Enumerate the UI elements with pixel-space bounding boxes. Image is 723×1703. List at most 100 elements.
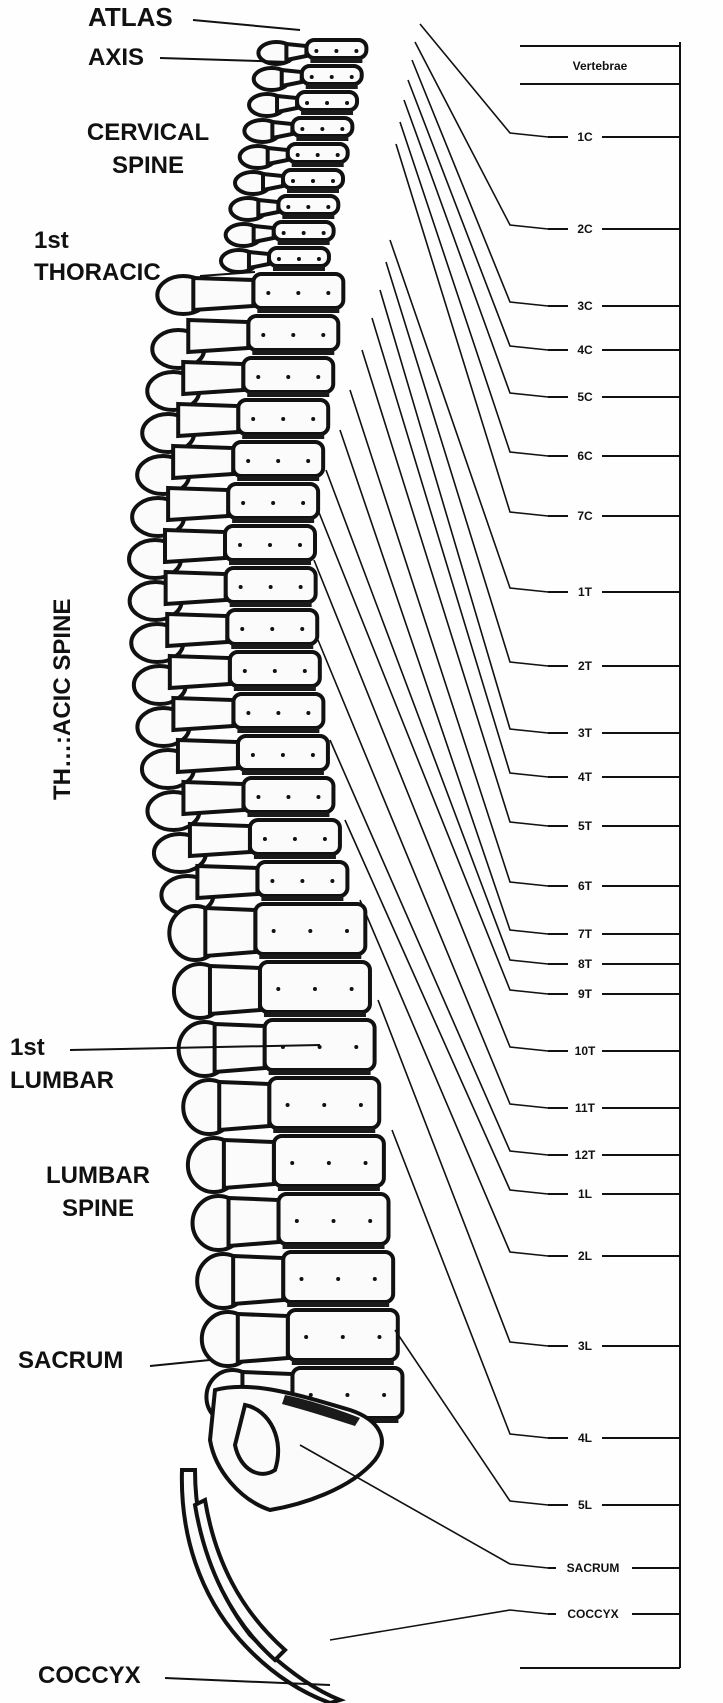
table-row: 2L bbox=[548, 1249, 680, 1263]
intervertebral-disc bbox=[264, 1012, 366, 1017]
bone-texture-spot bbox=[373, 1277, 377, 1281]
bone-texture-spot bbox=[306, 459, 310, 463]
vertebral-arch bbox=[178, 404, 238, 436]
bone-texture-spot bbox=[276, 459, 280, 463]
table-row: 4L bbox=[548, 1431, 680, 1445]
bone-texture-spot bbox=[256, 795, 260, 799]
bone-texture-spot bbox=[251, 753, 255, 757]
vertebral-arch bbox=[165, 530, 225, 562]
intervertebral-disc bbox=[242, 770, 324, 775]
vertebral-arch bbox=[233, 1256, 283, 1304]
row-label: 3T bbox=[578, 726, 593, 740]
row-label: 4T bbox=[578, 770, 593, 784]
intervertebral-disc bbox=[232, 518, 314, 523]
intervertebral-disc bbox=[229, 560, 311, 565]
bone-texture-spot bbox=[345, 1393, 349, 1397]
label-cervical-1: CERVICAL bbox=[87, 119, 209, 146]
vertebral-arch bbox=[215, 1024, 265, 1072]
bone-texture-spot bbox=[330, 75, 334, 79]
bone-texture-spot bbox=[331, 179, 335, 183]
bone-texture-spot bbox=[296, 153, 300, 157]
bone-texture-spot bbox=[295, 1219, 299, 1223]
vertebral-arch bbox=[268, 148, 288, 164]
bone-texture-spot bbox=[382, 1393, 386, 1397]
bone-texture-spot bbox=[269, 585, 273, 589]
intervertebral-disc bbox=[252, 350, 334, 355]
bone-texture-spot bbox=[320, 127, 324, 131]
intervertebral-disc bbox=[257, 308, 339, 313]
row-label: 6C bbox=[577, 449, 593, 463]
intervertebral-disc bbox=[278, 240, 330, 245]
vertebral-arch bbox=[197, 866, 257, 898]
bone-texture-spot bbox=[256, 375, 260, 379]
label-atlas: ATLAS bbox=[88, 2, 173, 32]
vertebral-arch bbox=[173, 698, 233, 730]
bone-texture-spot bbox=[377, 1335, 381, 1339]
label-lumbar-1: LUMBAR bbox=[46, 1162, 150, 1189]
vertebral-arch bbox=[205, 908, 255, 956]
row-label: 10T bbox=[575, 1044, 596, 1058]
bone-texture-spot bbox=[306, 205, 310, 209]
bone-texture-spot bbox=[286, 375, 290, 379]
bone-texture-spot bbox=[300, 127, 304, 131]
bone-texture-spot bbox=[310, 75, 314, 79]
vertebral-arch bbox=[282, 70, 302, 86]
row-label: 11T bbox=[575, 1101, 596, 1115]
row-label: 2T bbox=[578, 659, 593, 673]
bone-texture-spot bbox=[304, 1335, 308, 1339]
row-label: 3C bbox=[577, 299, 593, 313]
intervertebral-disc bbox=[237, 476, 319, 481]
leader-line bbox=[400, 122, 548, 456]
bone-texture-spot bbox=[291, 333, 295, 337]
bone-texture-spot bbox=[305, 101, 309, 105]
bone-texture-spot bbox=[354, 49, 358, 53]
intervertebral-disc bbox=[247, 392, 329, 397]
label-axis: AXIS bbox=[88, 44, 144, 71]
bone-texture-spot bbox=[271, 501, 275, 505]
vertebral-arch bbox=[263, 174, 283, 190]
bone-texture-spot bbox=[286, 205, 290, 209]
bone-texture-spot bbox=[297, 257, 301, 261]
label-first-thoracic-1: 1st bbox=[34, 227, 69, 254]
bone-texture-spot bbox=[301, 501, 305, 505]
bone-texture-spot bbox=[240, 627, 244, 631]
bone-texture-spot bbox=[270, 627, 274, 631]
vertebral-arch bbox=[254, 226, 274, 242]
intervertebral-disc bbox=[292, 162, 344, 167]
intervertebral-disc bbox=[292, 1360, 394, 1365]
bone-texture-spot bbox=[311, 179, 315, 183]
table-row: 5C bbox=[548, 390, 680, 404]
bone-texture-spot bbox=[359, 1103, 363, 1107]
label-first-thoracic-2: THORACIC bbox=[34, 259, 161, 286]
bone-texture-spot bbox=[300, 627, 304, 631]
bone-texture-spot bbox=[311, 417, 315, 421]
bone-texture-spot bbox=[239, 585, 243, 589]
bone-texture-spot bbox=[282, 231, 286, 235]
vertebral-arch bbox=[219, 1082, 269, 1130]
row-label: 9T bbox=[578, 987, 593, 1001]
row-label: 8T bbox=[578, 957, 593, 971]
row-label: 4C bbox=[577, 343, 593, 357]
intervertebral-disc bbox=[261, 896, 343, 901]
bone-texture-spot bbox=[345, 101, 349, 105]
leader-line bbox=[408, 80, 548, 350]
bone-texture-spot bbox=[243, 669, 247, 673]
intervertebral-disc bbox=[230, 602, 312, 607]
vertebral-arch bbox=[193, 278, 253, 310]
bone-texture-spot bbox=[293, 837, 297, 841]
bone-texture-spot bbox=[332, 1219, 336, 1223]
bone-texture-spot bbox=[330, 879, 334, 883]
bone-texture-spot bbox=[268, 543, 272, 547]
vertebral-arch bbox=[167, 614, 227, 646]
bone-texture-spot bbox=[299, 585, 303, 589]
vertebral-arch bbox=[258, 200, 278, 216]
vertebral-arch bbox=[238, 1314, 288, 1362]
intervertebral-disc bbox=[237, 728, 319, 733]
row-label: 12T bbox=[575, 1148, 596, 1162]
table-row: 3C bbox=[548, 299, 680, 313]
table-row: SACRUM bbox=[548, 1561, 680, 1575]
bone-texture-spot bbox=[354, 1045, 358, 1049]
row-label: 4L bbox=[578, 1431, 592, 1445]
row-label: 2L bbox=[578, 1249, 592, 1263]
